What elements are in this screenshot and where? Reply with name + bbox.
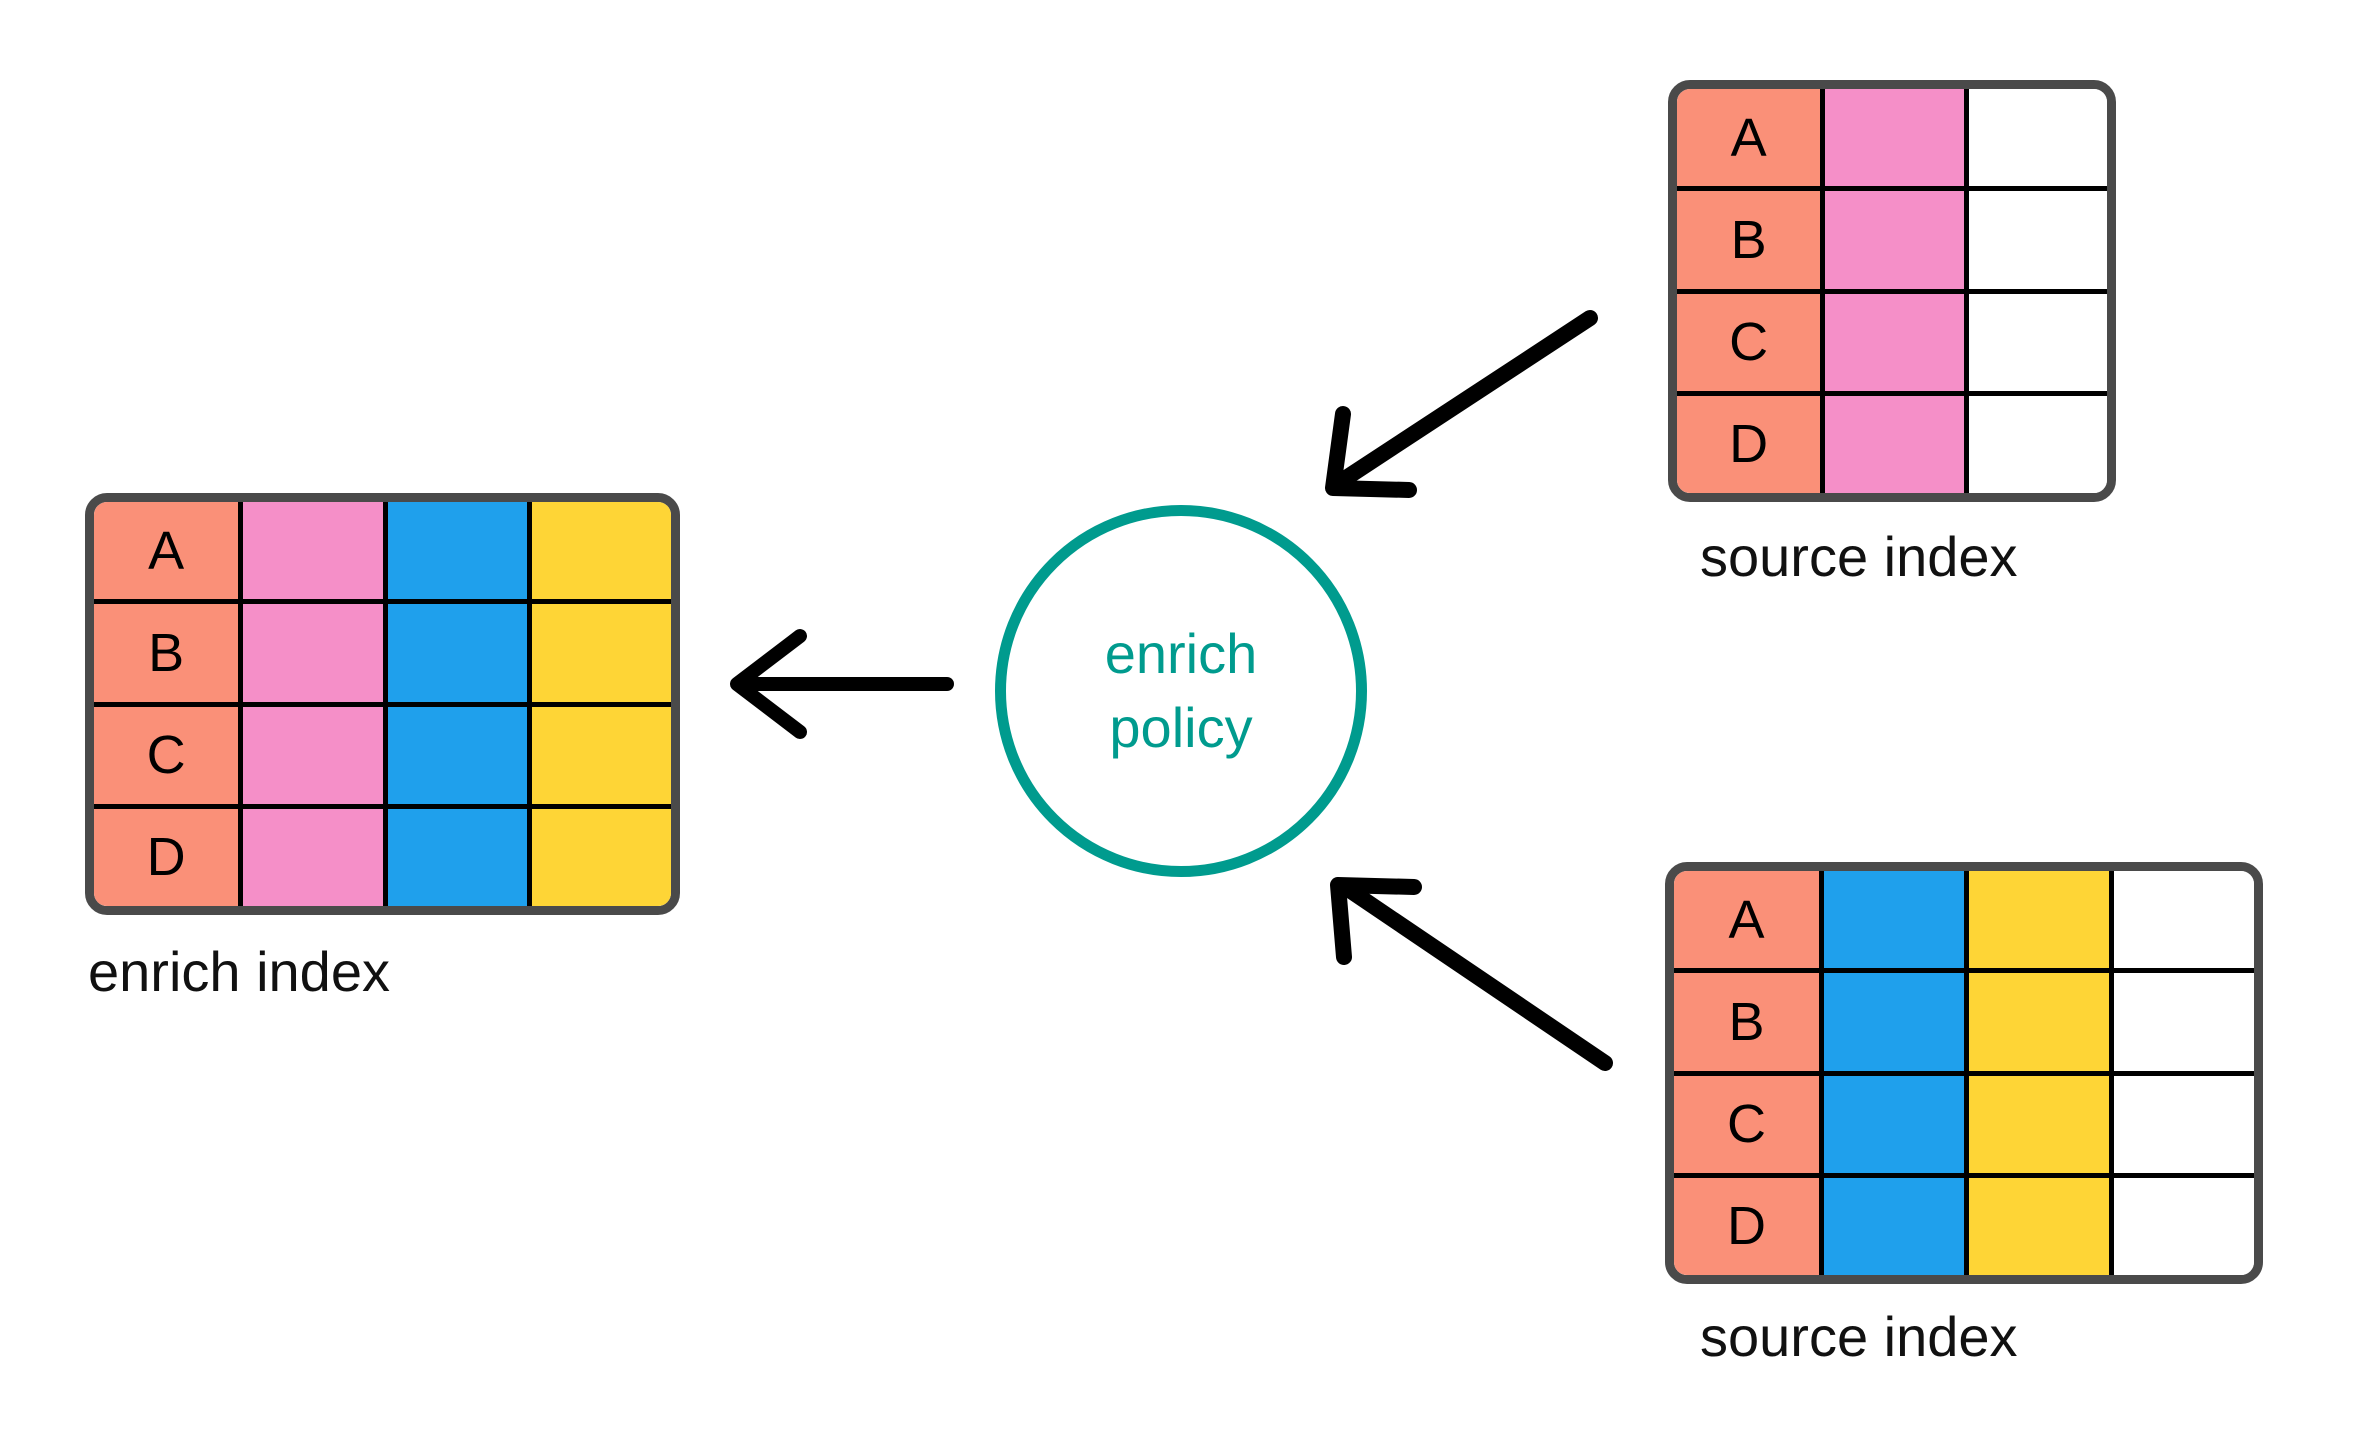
table-cell-empty-field	[1963, 89, 2107, 187]
table-cell-empty-field	[2109, 973, 2254, 1071]
enrich-policy-node[interactable]: enrich policy	[995, 505, 1367, 877]
table-row: D	[1677, 390, 2107, 493]
table-row: B	[94, 599, 671, 702]
row-key-label: B	[148, 622, 185, 683]
row-key-label: A	[1728, 889, 1765, 950]
table-cell-key: D	[1677, 395, 1821, 493]
arrow-policy-to-enrich-index	[730, 629, 954, 739]
table-cell-empty-field	[2109, 871, 2254, 969]
table-cell-yellow-field	[526, 604, 671, 702]
table-cell-pink-field	[238, 502, 383, 600]
table-cell-yellow-field	[526, 706, 671, 804]
table-cell-key: D	[1674, 1177, 1819, 1275]
enrich-policy-line-2: policy	[1109, 696, 1253, 759]
table-row: C	[1677, 288, 2107, 391]
table-cell-blue-field	[382, 604, 527, 702]
table-row: A	[1674, 871, 2254, 969]
table-cell-blue-field	[1819, 1075, 1964, 1173]
row-key-label: D	[1729, 414, 1769, 475]
row-key-label: C	[1727, 1094, 1766, 1155]
table-row: C	[1674, 1070, 2254, 1173]
enrich-index-caption: enrich index	[88, 940, 390, 1003]
source-index-top-caption: source index	[1700, 525, 2018, 588]
table-cell-key: C	[1677, 293, 1821, 391]
table-row: A	[1677, 89, 2107, 187]
table-row: C	[94, 701, 671, 804]
table-cell-pink-field	[238, 808, 383, 906]
table-cell-pink-field	[1820, 395, 1964, 493]
table-cell-yellow-field	[1964, 1075, 2109, 1173]
table-cell-pink-field	[1820, 89, 1964, 187]
table-cell-empty-field	[2109, 1177, 2254, 1275]
table-cell-key: A	[1674, 871, 1819, 969]
row-key-label: C	[146, 725, 186, 786]
table-cell-blue-field	[1819, 871, 1964, 969]
table-row: B	[1677, 186, 2107, 289]
table-cell-key: C	[1674, 1075, 1819, 1173]
table-cell-pink-field	[238, 706, 383, 804]
arrow-top-source-to-policy	[1325, 310, 1598, 498]
row-key-label: B	[1728, 991, 1765, 1052]
table-cell-key: B	[1677, 191, 1821, 289]
row-key-label: D	[1727, 1196, 1766, 1257]
table-cell-key: A	[94, 502, 239, 600]
table-cell-empty-field	[2109, 1075, 2254, 1173]
table-cell-key: C	[94, 706, 239, 804]
table-cell-blue-field	[382, 808, 527, 906]
table-row: A	[94, 502, 671, 600]
table-cell-key: B	[94, 604, 239, 702]
table-cell-yellow-field	[1964, 973, 2109, 1071]
table-row: D	[94, 803, 671, 906]
enrich-policy-line-1: enrich	[1104, 621, 1258, 685]
table-cell-pink-field	[1820, 293, 1964, 391]
table-cell-yellow-field	[526, 808, 671, 906]
table-cell-key: D	[94, 808, 239, 906]
source-index-bottom-caption: source index	[1700, 1305, 2018, 1368]
table-cell-empty-field	[1963, 395, 2107, 493]
table-cell-yellow-field	[1964, 1177, 2109, 1275]
table-cell-key: A	[1677, 89, 1821, 187]
table-cell-empty-field	[1963, 293, 2107, 391]
table-cell-blue-field	[382, 502, 527, 600]
table-row: D	[1674, 1172, 2254, 1275]
table-cell-blue-field	[382, 706, 527, 804]
row-key-label: B	[1730, 209, 1767, 270]
table-cell-blue-field	[1819, 1177, 1964, 1275]
table-cell-pink-field	[1820, 191, 1964, 289]
table-cell-key: B	[1674, 973, 1819, 1071]
row-key-label: A	[1730, 107, 1767, 168]
table-cell-pink-field	[238, 604, 383, 702]
row-key-label: C	[1729, 312, 1769, 373]
row-key-label: D	[146, 827, 186, 888]
table-row: B	[1674, 968, 2254, 1071]
table-cell-yellow-field	[1964, 871, 2109, 969]
table-cell-blue-field	[1819, 973, 1964, 1071]
arrow-bottom-source-to-policy	[1330, 877, 1613, 1071]
table-cell-yellow-field	[526, 502, 671, 600]
table-cell-empty-field	[1963, 191, 2107, 289]
row-key-label: A	[148, 520, 185, 581]
